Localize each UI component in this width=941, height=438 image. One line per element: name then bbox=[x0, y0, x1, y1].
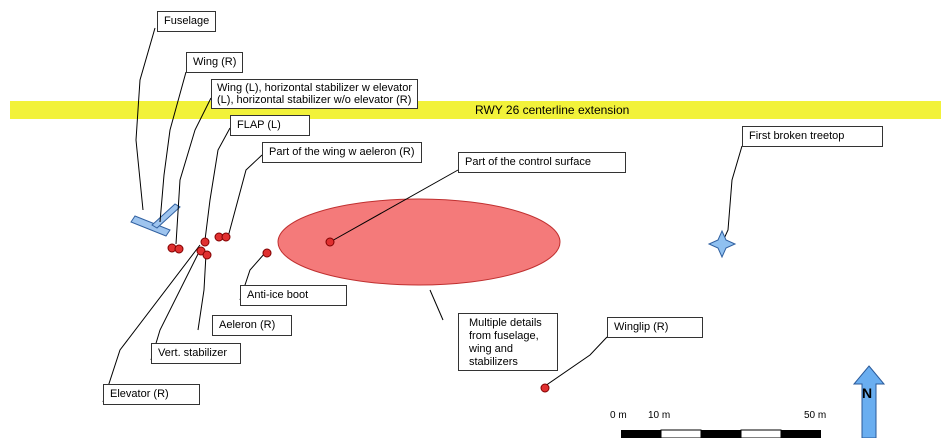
debris-point-flap bbox=[200, 237, 210, 247]
label-wing-l-line1: Wing (L), horizontal stabilizer w elevat… bbox=[217, 82, 413, 94]
fuselage-shape bbox=[130, 203, 181, 237]
debris-point-control-surface bbox=[325, 237, 335, 247]
runway-label: RWY 26 centerline extension bbox=[475, 103, 630, 117]
leader-aeleron-r bbox=[197, 253, 207, 331]
debris-point-wing-aeleron-b bbox=[221, 232, 231, 242]
label-wing-l-line2: (L), horizontal stabilizer w/o elevator … bbox=[217, 94, 412, 106]
label-control-surface: Part of the control surface bbox=[458, 152, 626, 173]
label-elevator-r: Elevator (R) bbox=[103, 384, 200, 405]
label-wing-r: Wing (R) bbox=[186, 52, 244, 73]
label-wing-l: Wing (L), horizontal stabilizer w elevat… bbox=[211, 79, 419, 109]
debris-point-wingtip bbox=[540, 383, 550, 393]
label-aeleron-r: Aeleron (R) bbox=[212, 315, 292, 336]
leader-control-surface bbox=[329, 169, 459, 243]
leader-treetop bbox=[721, 145, 743, 244]
north-arrow-icon bbox=[852, 365, 886, 438]
scale-label-0: 0 m bbox=[610, 410, 627, 421]
label-first-treetop: First broken treetop bbox=[742, 126, 883, 147]
label-anti-ice: Anti-ice boot bbox=[240, 285, 347, 306]
leader-wing-l bbox=[175, 97, 212, 245]
debris-area-ellipse bbox=[277, 198, 561, 286]
label-wing-aeleron: Part of the wing w aeleron (R) bbox=[262, 142, 422, 163]
scale-label-50: 50 m bbox=[804, 410, 827, 421]
leader-multiple bbox=[429, 289, 444, 321]
leader-wing-r bbox=[159, 71, 187, 223]
label-wingtip: Winglip (R) bbox=[607, 317, 703, 338]
treetop-star-icon bbox=[707, 229, 737, 259]
leader-wingtip bbox=[544, 336, 608, 387]
label-multiple-details: Multiple details from fuselage, wing and… bbox=[458, 313, 558, 371]
debris-point-aeleron bbox=[202, 250, 212, 260]
label-flap-l: FLAP (L) bbox=[230, 115, 310, 136]
debris-point-wing-r-b bbox=[174, 244, 184, 254]
leader-fuselage bbox=[135, 27, 156, 211]
scale-bar bbox=[621, 429, 821, 438]
label-vert-stab: Vert. stabilizer bbox=[151, 343, 241, 364]
label-fuselage: Fuselage bbox=[157, 11, 217, 32]
debris-point-anti-ice bbox=[262, 248, 272, 258]
debris-points bbox=[167, 232, 550, 393]
north-label: N bbox=[862, 385, 873, 401]
leader-flap bbox=[204, 127, 231, 241]
leader-wing-aeleron bbox=[227, 154, 263, 238]
scale-label-10: 10 m bbox=[648, 410, 671, 421]
leader-elevator bbox=[102, 244, 201, 403]
